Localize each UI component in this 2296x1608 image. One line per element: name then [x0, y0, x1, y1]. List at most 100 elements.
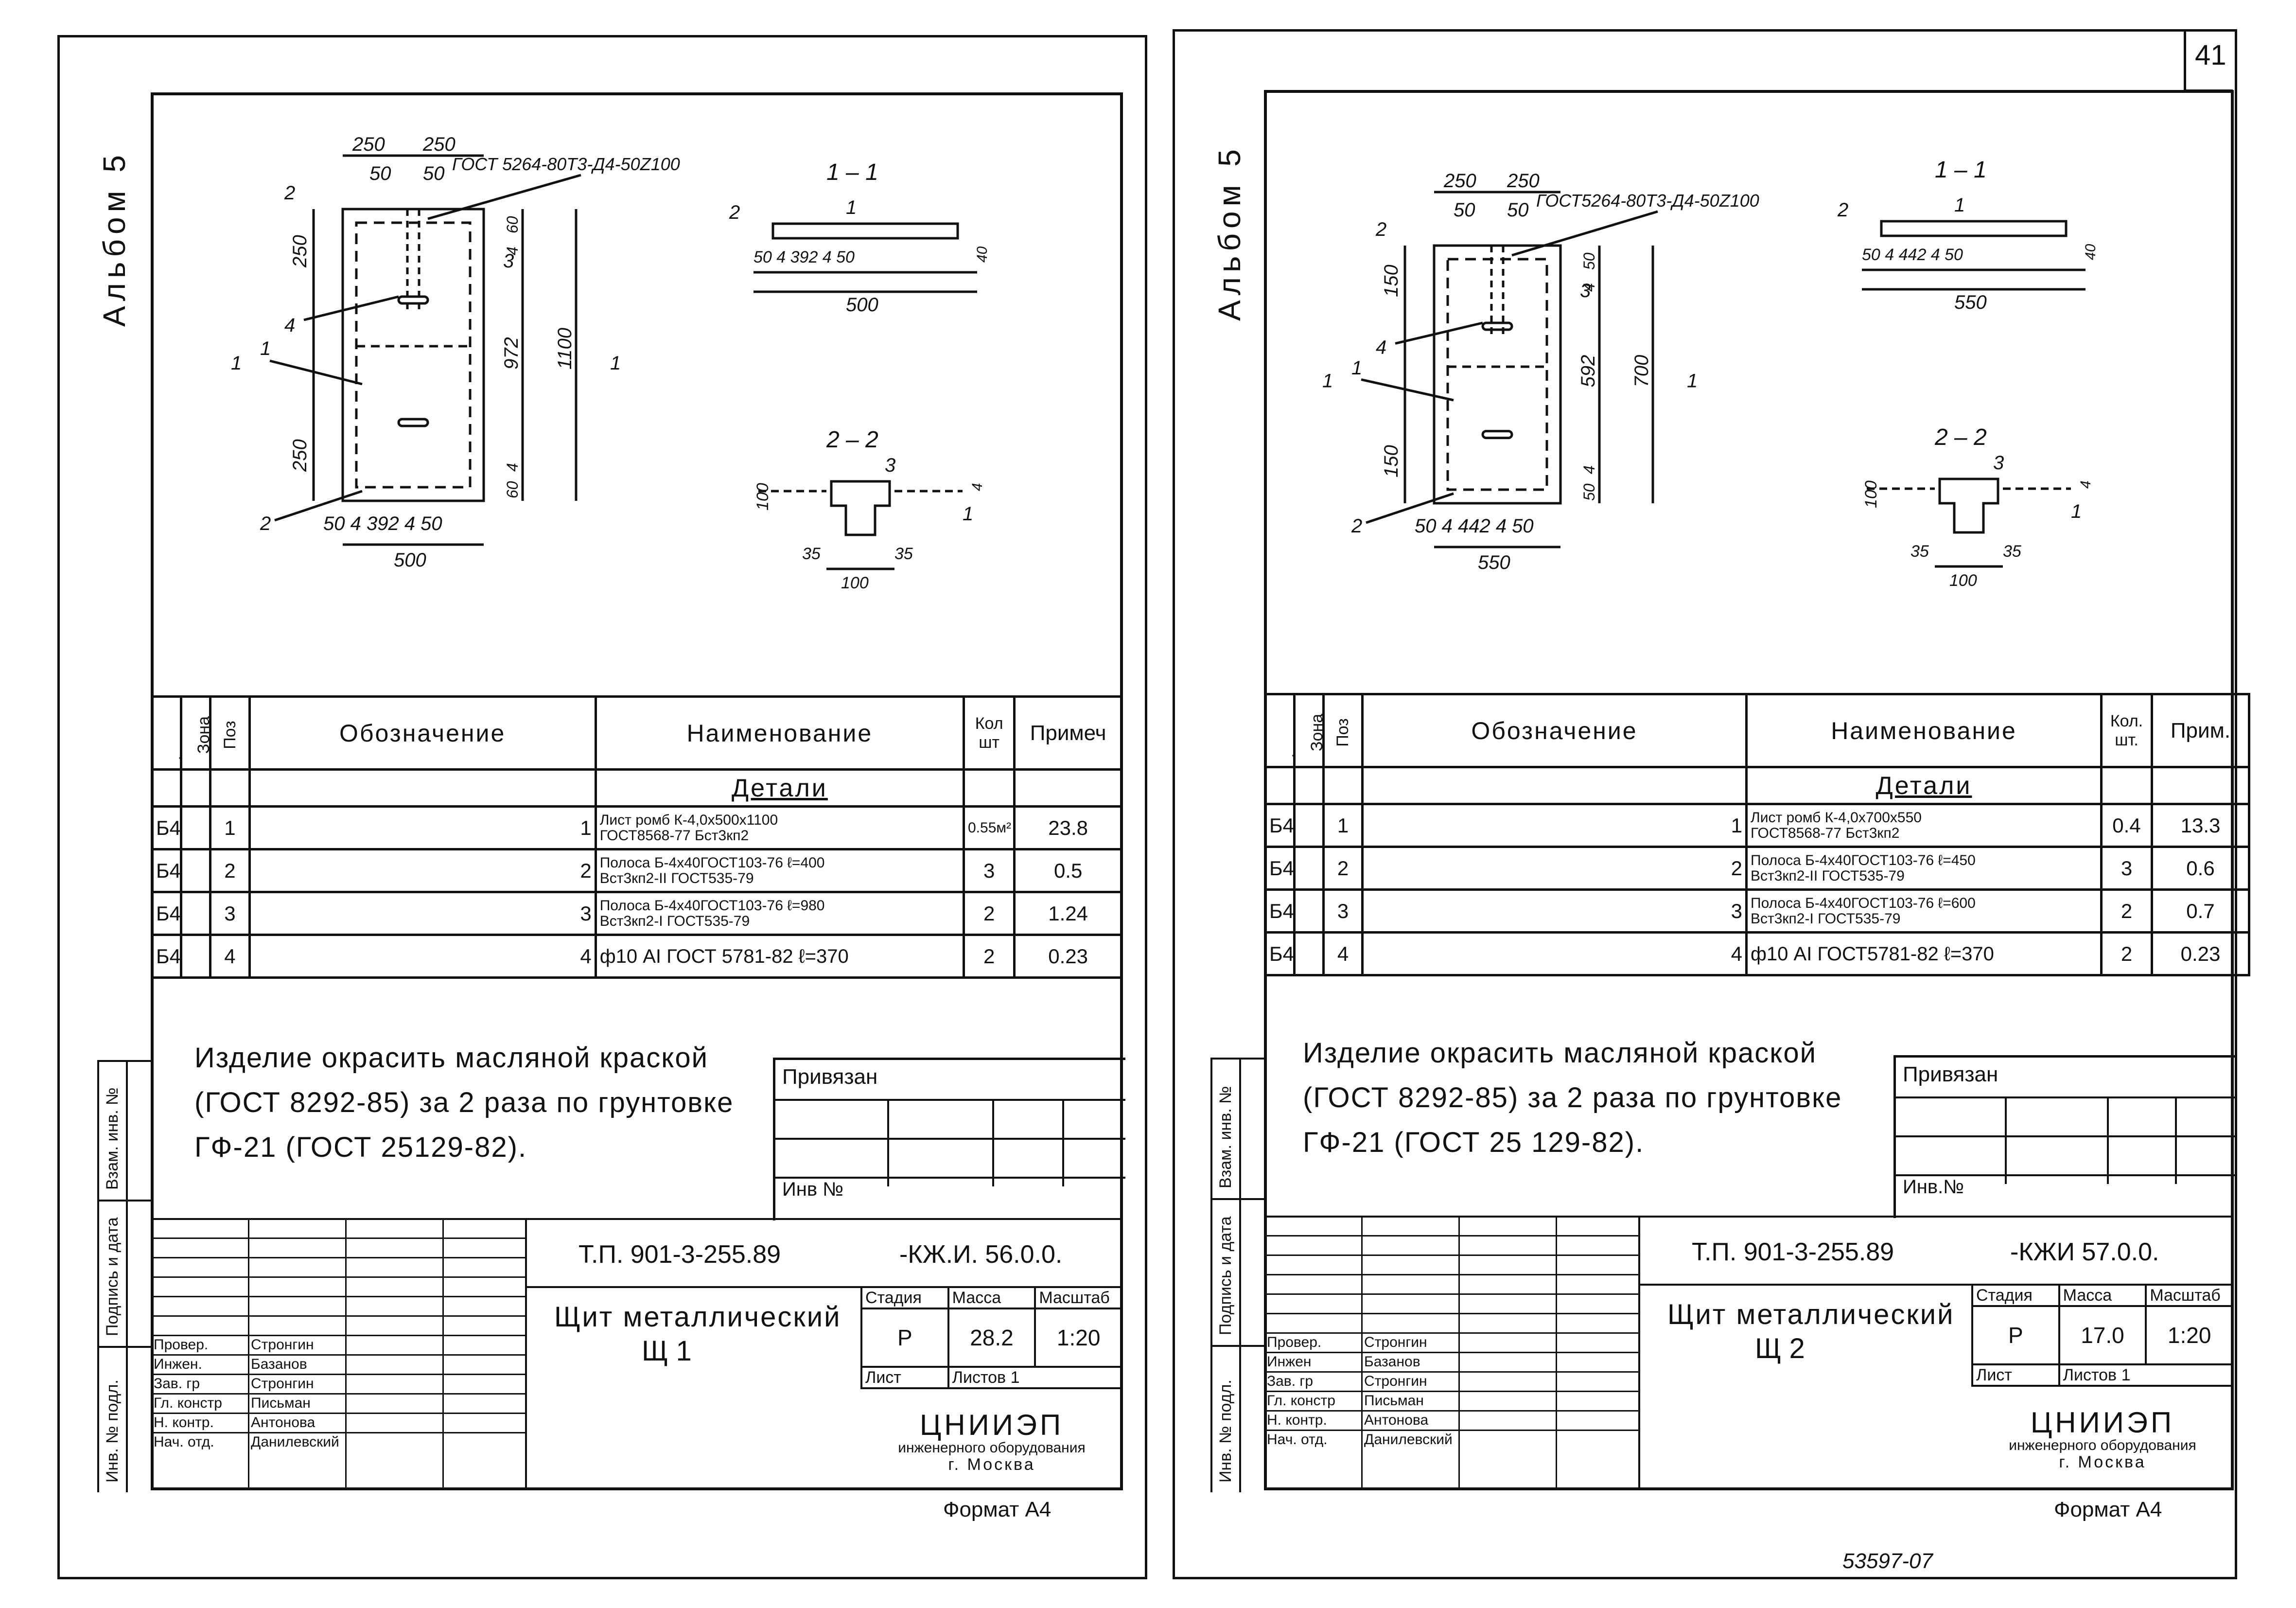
- name-line: ГОСТ8568-77 Бст3кп2: [599, 827, 749, 844]
- header-format: Формат: [150, 695, 183, 771]
- product-title: Щит металлический: [1667, 1299, 1955, 1330]
- dim-label: 4: [2078, 480, 2094, 489]
- dim-label: 250: [1443, 170, 1476, 192]
- qty-cell: 2: [962, 891, 1016, 936]
- note-line: Изделие окрасить масляной краской: [194, 1042, 708, 1074]
- note-cell: 0.6: [2151, 846, 2250, 891]
- name-line: ГОСТ8568-77 Бст3кп2: [1751, 825, 1900, 841]
- weld-label: ГОСТ5264-80Т3-Д4-50Z100: [1536, 191, 1759, 211]
- position-label: 3: [1580, 280, 1591, 301]
- role-label: Инжен: [1267, 1354, 1312, 1370]
- side-stamp-label: Взам. инв. №: [1216, 1086, 1235, 1188]
- person-name: Базанов: [251, 1356, 307, 1372]
- mass-value: 17.0: [2058, 1305, 2147, 1365]
- dim-label: 4: [1580, 465, 1598, 474]
- org-subtitle: инженерного оборудования: [898, 1440, 1086, 1456]
- anchor-bar: [397, 295, 429, 305]
- position-label: 3: [503, 250, 514, 272]
- format-cell: Б4: [150, 891, 183, 936]
- note-cell: 0.5: [1013, 848, 1123, 893]
- album-label: Альбом 5: [1212, 144, 1247, 321]
- name-line: Лист ромб К-4,0х700х550: [1751, 809, 1922, 826]
- qty-cell: 0.55м²: [962, 805, 1016, 850]
- pos-cell: 1: [1322, 803, 1364, 848]
- qty-cell: 3: [962, 848, 1016, 893]
- side-stamp-label: Инв. № подл.: [1216, 1379, 1235, 1483]
- panel-frame-dashed: [1446, 258, 1548, 491]
- header-note: Прим.: [2151, 693, 2250, 768]
- dim-label: 50: [369, 163, 391, 184]
- org-name: ЦНИИЭП: [919, 1409, 1064, 1441]
- designation-cell: 3: [1361, 888, 1748, 934]
- dim-label: 35: [894, 545, 913, 563]
- qty-cell: 2: [2100, 931, 2153, 976]
- side-stamp-label: Взам. инв. №: [103, 1087, 122, 1190]
- position-label: 2: [1351, 515, 1362, 537]
- dim-label: 250: [352, 134, 385, 155]
- dim-label: 550: [1478, 552, 1510, 573]
- bottom-stamp: 53597-07: [1842, 1549, 1933, 1573]
- note-cell: 0.7: [2151, 888, 2250, 934]
- dim-label: 40: [2083, 244, 2099, 260]
- role-label: Гл. констр: [1267, 1393, 1335, 1409]
- title-block: Т.П. 901-3-255.89 -КЖ.И. 56.0.0. Щит мет…: [151, 1218, 1123, 1490]
- organization-block: ЦНИИЭП инженерного оборудования г. Москв…: [860, 1409, 1123, 1474]
- sheet-header: Лист: [860, 1366, 949, 1389]
- name-line: Вст3кп2-II ГОСТ535-79: [1751, 867, 1905, 884]
- sheets-header: Листов 1: [2058, 1363, 2234, 1387]
- role-label: Н. контр.: [1267, 1412, 1327, 1428]
- role-label: Провер.: [1267, 1334, 1322, 1350]
- person-name: Письман: [251, 1395, 311, 1411]
- org-city: г. Москва: [2059, 1453, 2146, 1471]
- section-cut-mark: 1: [231, 353, 242, 374]
- note-line: ГФ-21 (ГОСТ 25129-82).: [194, 1131, 527, 1163]
- document-code: Т.П. 901-3-255.89: [578, 1240, 781, 1269]
- panel-frame-dashed: [355, 221, 472, 489]
- leader-line: [427, 174, 581, 220]
- qty-cell: 2: [2100, 888, 2153, 934]
- binding-label: Привязан: [782, 1065, 878, 1089]
- designation-cell: 2: [248, 848, 597, 893]
- mass-value: 28.2: [947, 1308, 1036, 1368]
- name-line: Полоса Б-4х40ГОСТ103-76 ℓ=600: [1751, 895, 1976, 911]
- name-cell: ф10 АI ГОСТ 5781-82 ℓ=370: [594, 934, 965, 979]
- format-cell: Б4: [1264, 931, 1296, 976]
- document-mark: -КЖ.И. 56.0.0.: [899, 1240, 1063, 1269]
- dim-label: 50: [423, 163, 445, 184]
- position-label: 2: [260, 513, 271, 534]
- anchor-bar: [397, 418, 429, 427]
- paper-format: Формат А4: [943, 1498, 1052, 1521]
- person-name: Стронгин: [1364, 1334, 1427, 1350]
- zone-cell: [1293, 803, 1325, 848]
- note-cell: 0.23: [2151, 931, 2250, 976]
- header-name: Наименование: [594, 695, 965, 771]
- zone-cell: [180, 934, 212, 979]
- dim-label: 4: [1580, 283, 1598, 292]
- person-name: Базанов: [1364, 1354, 1420, 1370]
- leader-line: [1366, 492, 1454, 524]
- header-format: Формат: [1264, 693, 1296, 768]
- section-title: 2 – 2: [826, 427, 878, 453]
- dim-label: 4: [969, 483, 985, 491]
- product-code: Щ 1: [642, 1335, 692, 1367]
- dim-label: 100: [1949, 571, 1977, 590]
- side-stamp-label: Подпись и дата: [103, 1217, 122, 1337]
- designation-cell: 4: [248, 934, 597, 979]
- zone-cell: [1293, 931, 1325, 976]
- section-title: 2 – 2: [1934, 424, 1987, 450]
- name-line: Вст3кп2-I ГОСТ535-79: [599, 913, 750, 929]
- dim-label: 50 4 442 4 50: [1862, 246, 1963, 264]
- role-label: Зав. гр: [154, 1376, 200, 1392]
- inventory-number-label: Инв №: [782, 1179, 844, 1200]
- dim-label: 550: [1954, 292, 1987, 313]
- anchor-bar: [1481, 321, 1513, 331]
- section-heading: Детали: [594, 768, 965, 808]
- dim-label: 4: [504, 463, 521, 472]
- dim-label: 250: [289, 235, 311, 268]
- header-designation: Обозначение: [248, 695, 597, 771]
- binding-label: Привязан: [1903, 1062, 1998, 1086]
- dim-label: 500: [846, 294, 878, 316]
